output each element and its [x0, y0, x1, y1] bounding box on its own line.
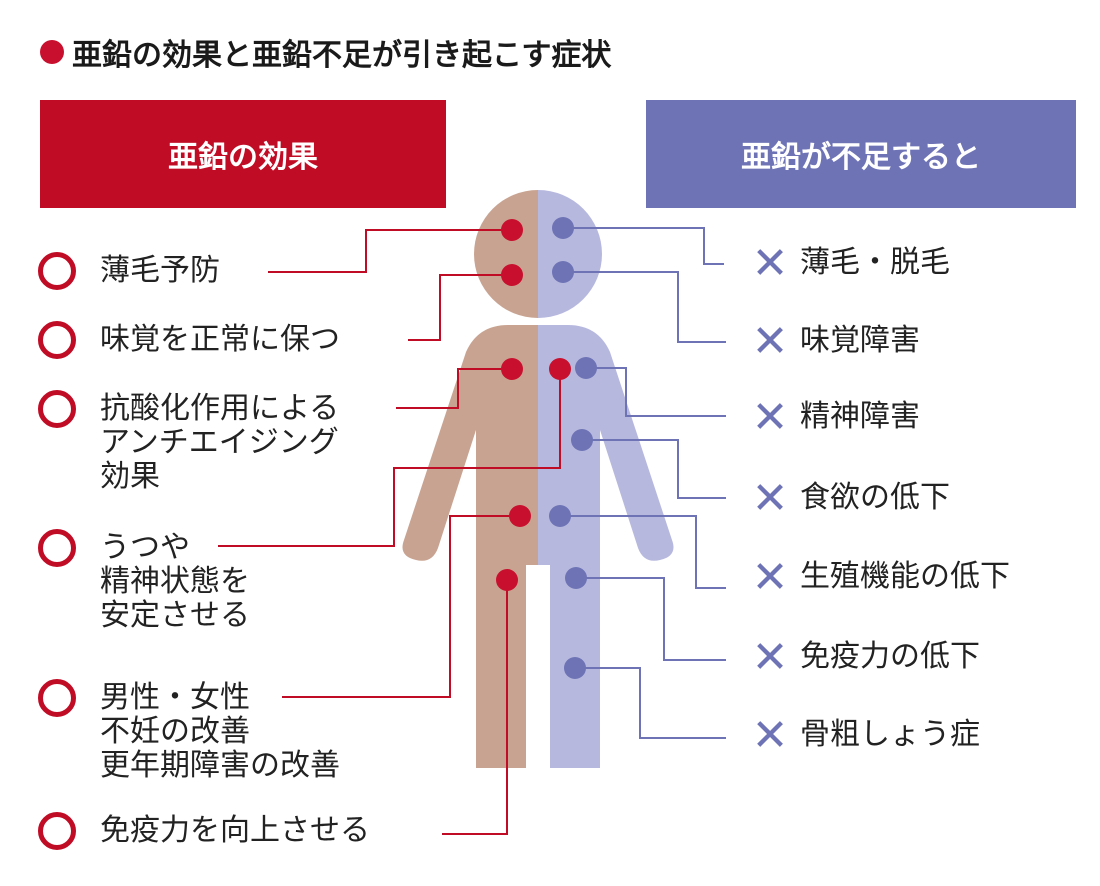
- deficiency-connector-line: [575, 667, 726, 739]
- cross-x-icon: ✕: [751, 710, 789, 761]
- effect-point: [509, 505, 531, 527]
- effect-point: [501, 264, 523, 286]
- effect-point: [496, 569, 518, 591]
- effect-item: 薄毛予防: [100, 253, 220, 288]
- deficiency-connector-line: [576, 577, 726, 661]
- page-title: 亜鉛の効果と亜鉛不足が引き起こす症状: [40, 30, 611, 74]
- effect-point: [501, 358, 523, 380]
- effect-connector-line: [282, 515, 520, 698]
- effect-points: [496, 219, 571, 591]
- effect-connector-line: [218, 369, 561, 547]
- deficiency-point: [575, 357, 597, 379]
- circle-o-icon: [38, 679, 76, 717]
- circle-o-icon: [38, 390, 76, 428]
- deficiency-point: [552, 217, 574, 239]
- deficiency-point: [564, 657, 586, 679]
- deficiency-connector-line: [563, 271, 726, 343]
- deficiency-point: [571, 429, 593, 451]
- cross-x-icon: ✕: [751, 473, 789, 524]
- effect-point: [549, 358, 571, 380]
- cross-x-icon: ✕: [751, 392, 789, 443]
- deficiency-connector-line: [586, 367, 726, 417]
- deficiency-item: 骨粗しょう症: [800, 717, 980, 752]
- deficiency-item: 免疫力の低下: [800, 639, 980, 674]
- effect-item: 男性・女性 不妊の改善 更年期障害の改善: [100, 680, 340, 783]
- deficiency-connector-line: [563, 227, 724, 265]
- circle-o-icon: [38, 529, 76, 567]
- cross-x-icon: ✕: [751, 632, 789, 683]
- deficiency-point: [552, 261, 574, 283]
- effects-header: 亜鉛の効果: [40, 100, 446, 208]
- deficiency-point: [549, 505, 571, 527]
- circle-o-icon: [38, 321, 76, 359]
- deficiency-connector-line: [582, 439, 726, 499]
- deficiency-item: 味覚障害: [800, 323, 920, 358]
- deficiency-connectors: [560, 227, 726, 739]
- effect-point: [501, 219, 523, 241]
- red-dot-icon: [40, 40, 64, 64]
- deficiency-item: 生殖機能の低下: [800, 559, 1010, 594]
- deficiency-header: 亜鉛が不足すると: [646, 100, 1076, 208]
- effect-item: 抗酸化作用による アンチエイジング 効果: [100, 391, 340, 494]
- effect-connector-line: [408, 274, 512, 341]
- deficiency-header-label: 亜鉛が不足すると: [741, 140, 981, 175]
- deficiency-point: [565, 567, 587, 589]
- circle-o-icon: [38, 812, 76, 850]
- deficiency-points: [549, 217, 597, 679]
- cross-x-icon: ✕: [751, 238, 789, 289]
- effect-item: 味覚を正常に保つ: [100, 322, 340, 357]
- page-title-text: 亜鉛の効果と亜鉛不足が引き起こす症状: [72, 38, 612, 73]
- effect-connector-line: [442, 580, 508, 835]
- deficiency-item: 薄毛・脱毛: [800, 245, 950, 280]
- circle-o-icon: [38, 252, 76, 290]
- effect-connector-line: [396, 368, 512, 409]
- effect-item: うつや 精神状態を 安定させる: [100, 530, 250, 633]
- deficiency-item: 精神障害: [800, 399, 920, 434]
- deficiency-connector-line: [560, 515, 726, 589]
- deficiency-item: 食欲の低下: [800, 480, 950, 515]
- cross-x-icon: ✕: [751, 316, 789, 367]
- cross-x-icon: ✕: [751, 552, 789, 603]
- effect-connector-line: [268, 229, 512, 273]
- effects-header-label: 亜鉛の効果: [168, 140, 318, 175]
- effect-connectors: [218, 229, 561, 835]
- effect-item: 免疫力を向上させる: [100, 813, 370, 848]
